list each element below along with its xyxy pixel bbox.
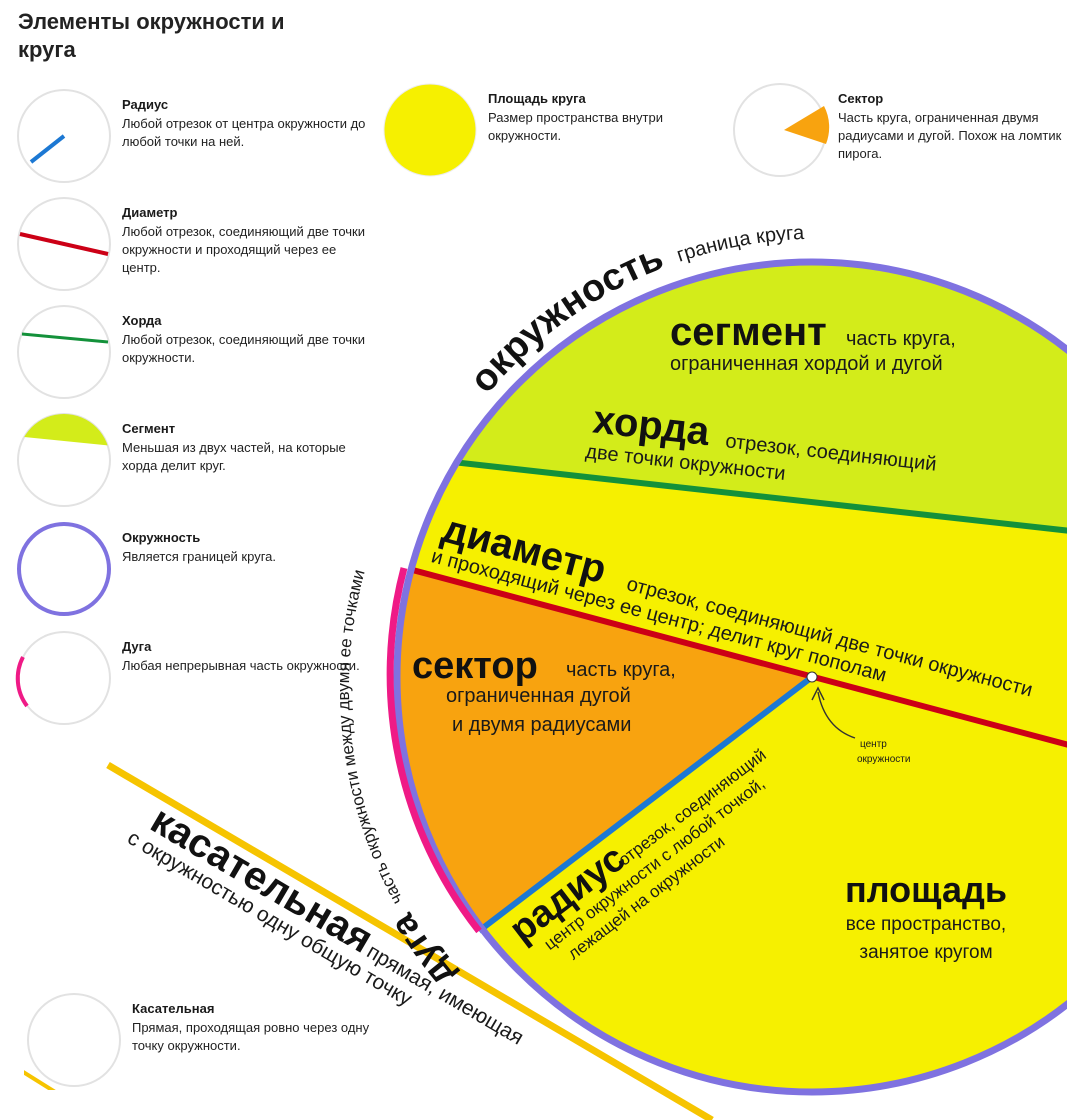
chord-icon xyxy=(17,305,111,399)
tangent-line xyxy=(106,761,714,1120)
legend-def: Любой отрезок, соединяющий две точки окр… xyxy=(122,224,365,275)
sector-desc-2: ограниченная дугой xyxy=(446,685,631,707)
legend-term: Касательная xyxy=(132,1001,215,1016)
legend-def: Является границей круга. xyxy=(122,549,276,564)
legend-def: Любая непрерывная часть окружности. xyxy=(122,658,360,673)
legend-def: Прямая, проходящая ровно через одну точк… xyxy=(132,1020,370,1053)
legend-def: Любой отрезок, соединяющий две точки окр… xyxy=(122,332,365,365)
area-icon xyxy=(383,83,477,177)
segment-icon xyxy=(17,413,111,507)
area-title: площадь xyxy=(845,869,1007,910)
sector-title: сектор xyxy=(412,645,538,687)
center-point xyxy=(806,671,818,683)
center-pointer xyxy=(817,691,856,739)
sector-desc-1: часть круга, xyxy=(566,659,676,681)
legend-term: Площадь круга xyxy=(488,91,586,106)
sector-desc-3: и двумя радиусами xyxy=(452,714,631,736)
segment-desc-2: ограниченная хордой и дугой xyxy=(670,353,943,375)
diameter-icon xyxy=(17,197,111,291)
sector-icon xyxy=(733,83,830,177)
area-desc-1: все пространство, xyxy=(846,914,1006,935)
center-pointer-arrowhead xyxy=(811,686,825,701)
radius-icon xyxy=(17,89,111,183)
tangent-icon xyxy=(24,993,121,1090)
center-label-line1: центр xyxy=(860,739,887,750)
circumference-icon xyxy=(17,522,111,616)
segment-title: сегмент xyxy=(670,310,827,354)
sector-region xyxy=(397,568,812,931)
radius-line xyxy=(477,674,814,934)
legend-term: Сектор xyxy=(838,91,884,106)
legend-term: Дуга xyxy=(122,639,152,654)
legend-term: Диаметр xyxy=(122,205,178,220)
legend-def: Меньшая из двух частей, на которые хорда… xyxy=(122,440,346,473)
page-title: Элементы окружности и круга xyxy=(18,9,285,62)
area-desc-2: занятое кругом xyxy=(859,942,992,963)
diameter-line xyxy=(397,537,1067,751)
legend-def: Часть круга, ограниченная двумя радиусам… xyxy=(838,110,1062,161)
arc-line xyxy=(386,567,482,934)
segment-desc-1: часть круга, xyxy=(846,328,956,350)
legend-def: Размер пространства внутри окружности. xyxy=(488,110,663,143)
legend-term: Радиус xyxy=(122,97,169,112)
legend-term: Хорда xyxy=(122,313,162,328)
legend-term: Сегмент xyxy=(122,421,176,436)
arc-icon xyxy=(15,631,111,725)
center-label-line2: окружности xyxy=(857,754,910,765)
tangent-title: касательная xyxy=(143,798,380,962)
circumference-line xyxy=(393,258,1067,1096)
legend-def: Любой отрезок от центра окружности до лю… xyxy=(122,116,366,149)
legend-term: Окружность xyxy=(122,530,201,545)
